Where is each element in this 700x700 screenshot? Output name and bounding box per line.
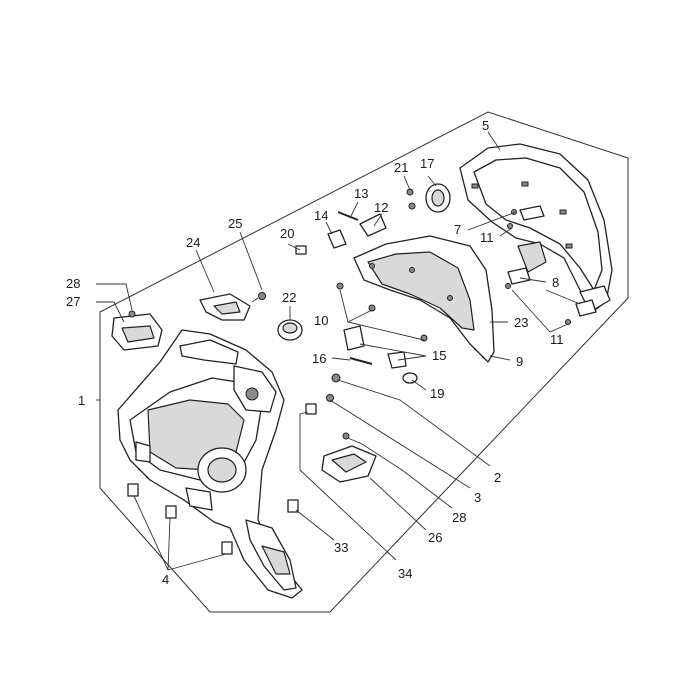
part-7-clips <box>511 205 545 221</box>
part-13-pin <box>337 211 359 221</box>
part-5-rear-cover <box>459 143 613 313</box>
part-33-clip <box>287 499 299 513</box>
assembly-frame <box>99 111 629 613</box>
callout-16: 16 <box>312 351 326 366</box>
part-22-grommet <box>277 319 303 341</box>
part-1-inner-shield <box>117 329 303 599</box>
callout-24: 24 <box>186 235 200 250</box>
callout-33: 33 <box>334 540 348 555</box>
callout-8: 8 <box>552 275 559 290</box>
part-2-screw <box>331 373 341 383</box>
callout-26: 26 <box>428 530 442 545</box>
part-16-rod <box>349 357 373 365</box>
part-21-screws <box>406 188 416 210</box>
part-12-clip <box>359 213 387 237</box>
callout-10: 10 <box>314 313 328 328</box>
callout-22: 22 <box>282 290 296 305</box>
part-14-clip <box>327 229 347 249</box>
callout-2: 2 <box>494 470 501 485</box>
part-20-nut <box>295 245 307 255</box>
part-17-lock-emblem <box>425 183 451 213</box>
callout-9: 9 <box>516 354 523 369</box>
callout-27: 27 <box>66 294 80 309</box>
part-28-screw-left <box>128 310 136 318</box>
callout-5: 5 <box>482 118 489 133</box>
callout-34: 34 <box>398 566 412 581</box>
part-24-bracket <box>199 293 251 321</box>
callout-1: 1 <box>78 393 85 408</box>
part-28-screw-right <box>342 432 350 440</box>
callout-7: 7 <box>454 222 461 237</box>
part-15-brackets <box>343 325 407 369</box>
callout-21: 21 <box>394 160 408 175</box>
part-25-screw <box>251 292 266 303</box>
callout-4: 4 <box>162 572 169 587</box>
part-26-tray-right <box>321 445 377 483</box>
part-34-clip <box>305 403 317 415</box>
part-27-tray-left <box>111 313 163 351</box>
callout-25: 25 <box>228 216 242 231</box>
leader-lines <box>96 131 581 571</box>
callout-28-left: 28 <box>66 276 80 291</box>
callout-23: 23 <box>514 315 528 330</box>
callout-15: 15 <box>432 348 446 363</box>
callout-17: 17 <box>420 156 434 171</box>
part-8-clips <box>507 267 597 317</box>
callout-14: 14 <box>314 208 328 223</box>
part-4-clips <box>127 483 233 555</box>
callout-12: 12 <box>374 200 388 215</box>
callout-labels: 1 27 28 24 25 20 22 14 13 12 21 17 5 7 1… <box>66 118 564 587</box>
callout-11-top: 11 <box>480 230 494 245</box>
callout-20: 20 <box>280 226 294 241</box>
part-19-spring <box>402 372 418 384</box>
part-11-screws <box>505 223 571 325</box>
callout-28-right: 28 <box>452 510 466 525</box>
callout-13: 13 <box>354 186 368 201</box>
callout-11-bottom: 11 <box>550 332 564 347</box>
callout-3: 3 <box>474 490 481 505</box>
callout-19: 19 <box>430 386 444 401</box>
part-3-screw <box>326 394 334 402</box>
part-9-center-panel <box>353 235 495 363</box>
